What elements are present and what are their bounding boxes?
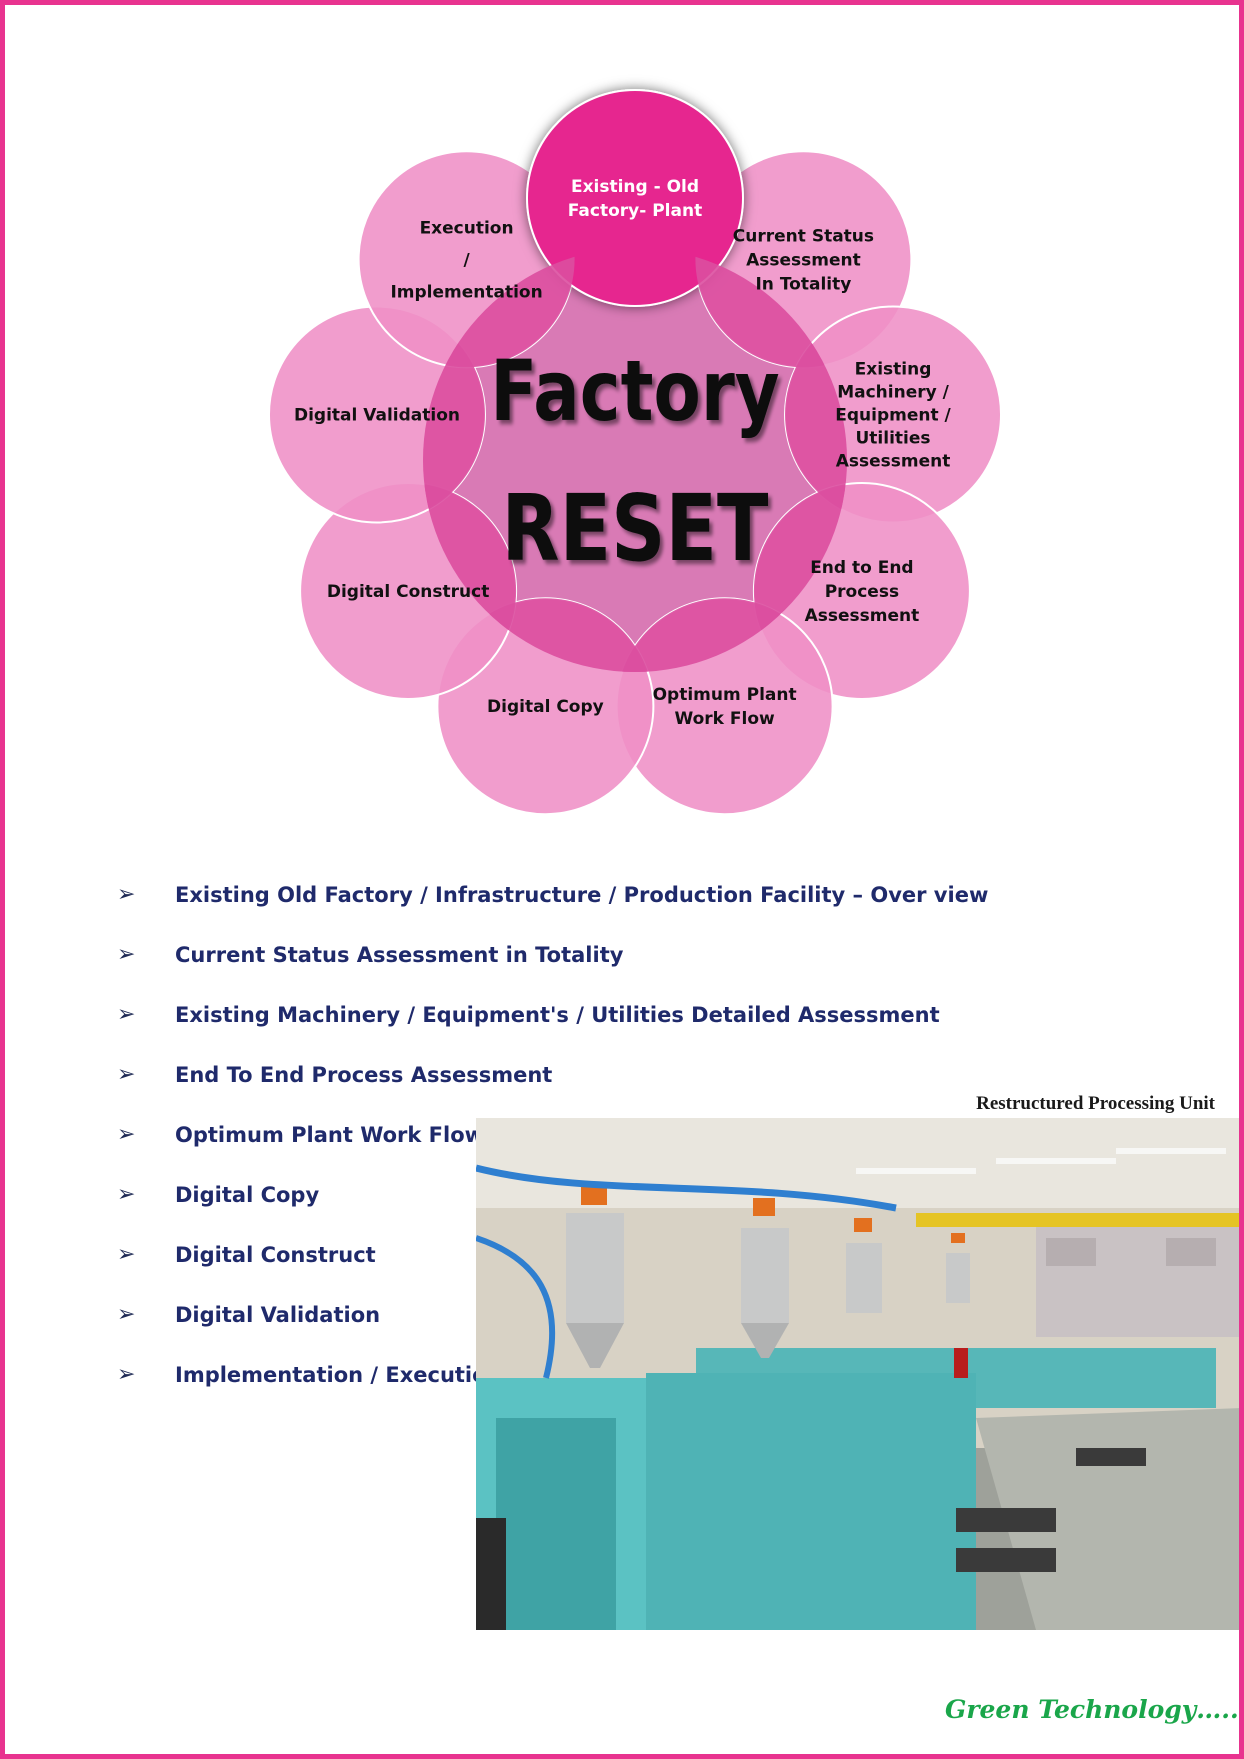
petal-label-line: Assessment — [746, 250, 861, 270]
petal-label-line: Current Status — [733, 226, 874, 246]
petal-label-line: Execution — [420, 218, 514, 238]
petal-label-line: In Totality — [755, 274, 851, 294]
bullet-text: End To End Process Assessment — [175, 1063, 553, 1087]
arrow-bullet-icon: ➢ — [117, 1362, 136, 1387]
arrow-bullet-icon: ➢ — [117, 1242, 136, 1267]
bullet-text: Digital Copy — [175, 1183, 320, 1207]
factory-photo-illustration — [476, 1118, 1239, 1630]
arrow-bullet-icon: ➢ — [117, 1302, 136, 1327]
petal-label-line: Existing — [855, 360, 932, 380]
petal-label-line: Implementation — [390, 282, 542, 302]
petal-label-line: Process — [825, 582, 899, 602]
arrow-bullet-icon: ➢ — [117, 1122, 136, 1147]
petal-label-line: Digital Construct — [327, 582, 489, 602]
petal-label-line: / — [463, 250, 470, 270]
arrow-bullet-icon: ➢ — [117, 942, 136, 967]
bullet-text: Existing Old Factory / Infrastructure / … — [175, 883, 989, 907]
arrow-bullet-icon: ➢ — [117, 1002, 136, 1027]
bullet-text: Current Status Assessment in Totality — [175, 943, 624, 967]
bullet-item: ➢ Digital Validation — [117, 1285, 917, 1345]
petal-label-digital-construct: Digital Construct — [327, 582, 489, 602]
petal-label-line: Equipment / — [835, 406, 951, 426]
bullet-item: ➢ Existing Old Factory / Infrastructure /… — [117, 865, 988, 925]
center-title-line1: Factory — [490, 343, 779, 440]
center-circle — [423, 248, 847, 672]
petal-label-line: Factory- Plant — [568, 201, 702, 221]
factory-photo — [476, 1118, 1239, 1630]
bullet-text: Existing Machinery / Equipment's / Utili… — [175, 1003, 940, 1027]
petal-label-line: Machinery / — [837, 383, 949, 403]
petal-label-line: Digital Validation — [294, 406, 460, 426]
petal-label-line: Digital Copy — [487, 697, 604, 717]
bullet-list: ➢ Existing Old Factory / Infrastructure /… — [117, 865, 988, 1405]
petal-label-execution: Execution / Implementation — [390, 218, 542, 302]
petal-label-line: Assessment — [836, 452, 951, 472]
bullet-item: ➢ End To End Process Assessment — [117, 1045, 917, 1105]
footer-tagline: Green Technology….. — [945, 1695, 1239, 1724]
bullet-item: ➢ Digital Copy — [117, 1165, 917, 1225]
petal-label-digital-copy: Digital Copy — [487, 697, 604, 717]
petal-label-line: Assessment — [805, 606, 920, 626]
arrow-bullet-icon: ➢ — [117, 1182, 136, 1207]
petal-label-line: Existing - Old — [571, 177, 699, 197]
bullet-text: Digital Construct — [175, 1243, 376, 1267]
bullet-item: ➢ Implementation / Execution — [117, 1345, 917, 1405]
photo-caption: Restructured Processing Unit — [976, 1093, 1215, 1114]
bullet-item: ➢ Digital Construct — [117, 1225, 917, 1285]
center-title-line2: RESET — [502, 475, 769, 582]
petal-existing-plant — [526, 89, 744, 307]
petal-label-line: Utilities — [856, 429, 931, 449]
bullet-item: ➢ Optimum Plant Work Flow — [117, 1105, 917, 1165]
petal-label-line: End to End — [810, 558, 913, 578]
bullet-text: Optimum Plant Work Flow — [175, 1123, 485, 1147]
bullet-item: ➢ Current Status Assessment in Totality — [117, 925, 917, 985]
bullet-item: ➢ Existing Machinery / Equipment's / Util… — [117, 985, 940, 1045]
petal-label-digital-validation: Digital Validation — [294, 406, 460, 426]
arrow-bullet-icon: ➢ — [117, 882, 136, 907]
petal-label-line: Work Flow — [674, 709, 775, 729]
bullet-text: Digital Validation — [175, 1303, 381, 1327]
arrow-bullet-icon: ➢ — [117, 1062, 136, 1087]
bullet-text: Implementation / Execution — [175, 1363, 502, 1387]
petal-label-line: Optimum Plant — [653, 685, 797, 705]
